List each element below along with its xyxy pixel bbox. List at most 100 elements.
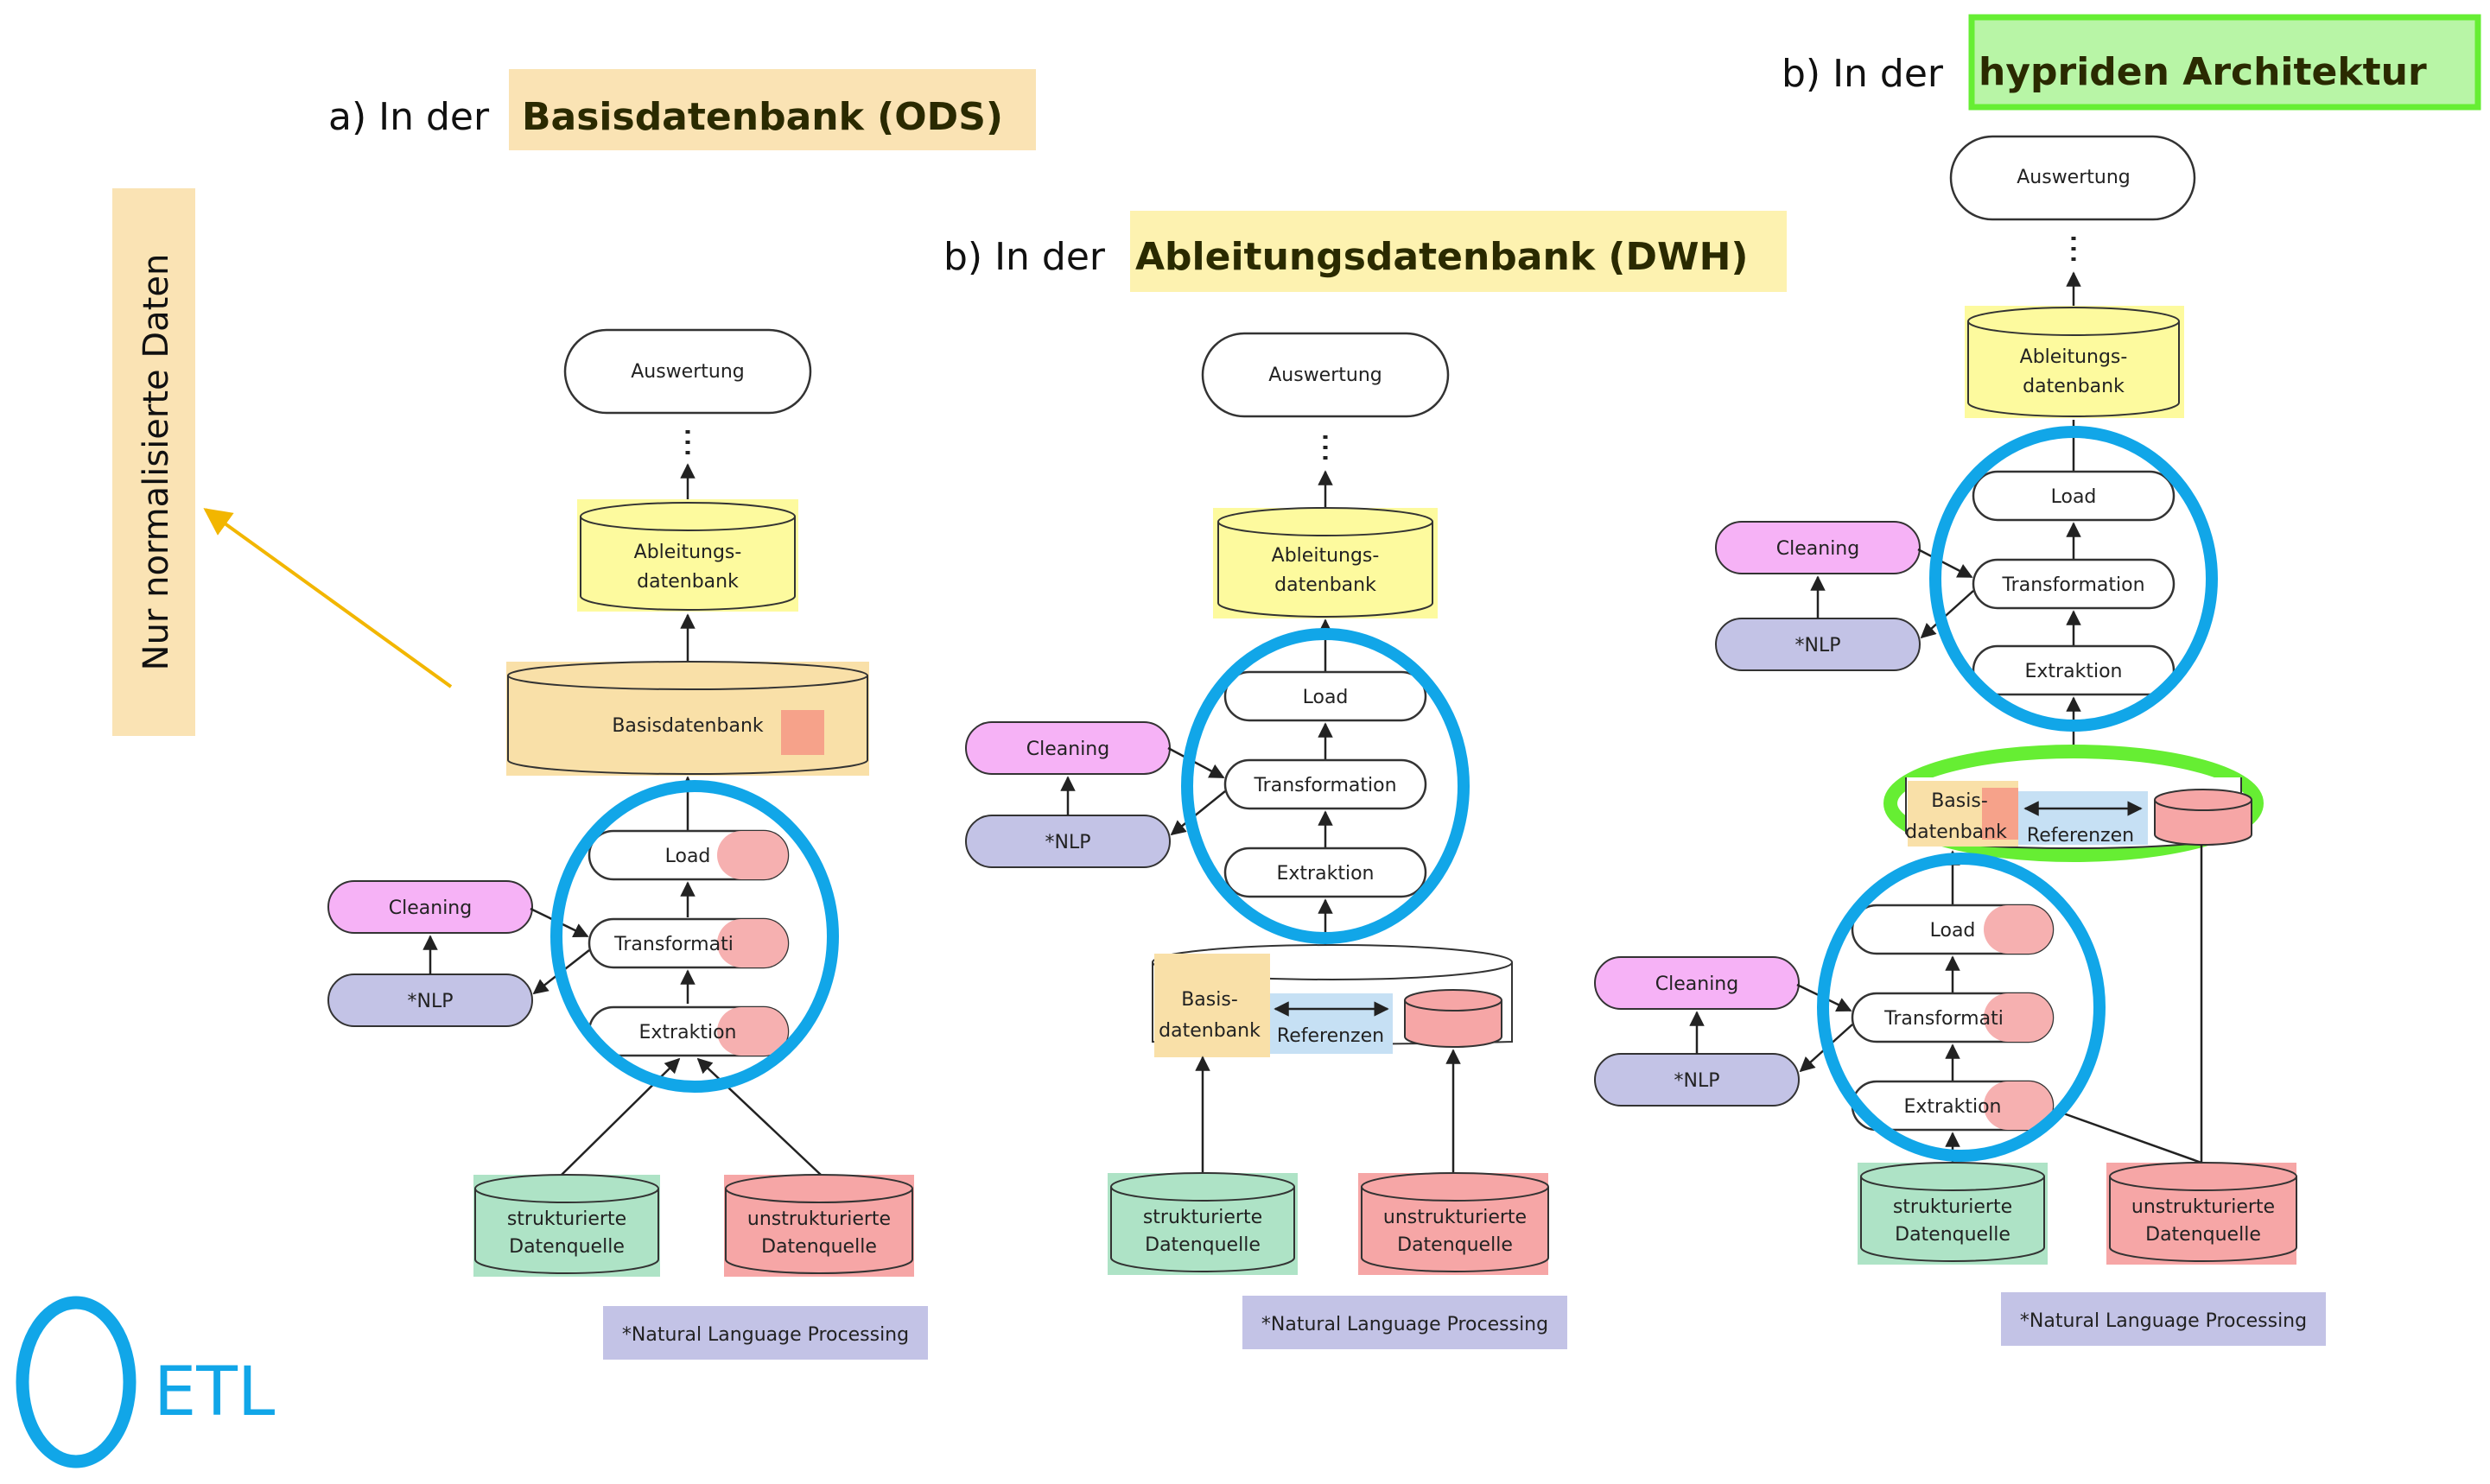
panel-a-etl-ring xyxy=(550,780,839,1093)
panel-c-unstruct-db xyxy=(2109,1176,2297,1262)
panel-b-unstruct-line2: Datenquelle xyxy=(1397,1234,1513,1256)
panel-c-referenzen-area xyxy=(2018,791,2148,845)
panel-a-title-highlight-box xyxy=(509,69,1036,150)
panel-c-green-ring xyxy=(1883,745,2264,862)
panel-c-mini-db-top xyxy=(2154,789,2252,811)
panel-b-transformation-label: Transformation xyxy=(1253,775,1396,796)
panel-a-load-pink xyxy=(717,831,788,879)
panel-a-ableitungs-line1: Ableitungs- xyxy=(634,542,742,563)
panel-b-load-label: Load xyxy=(1303,687,1349,708)
panel-a-nlp-label: *NLP xyxy=(408,991,454,1012)
panel-a-extraktion-label: Extraktion xyxy=(639,1022,737,1043)
panel-a-ableitungs-db xyxy=(580,517,796,611)
panel-b-basis-line1: Basis- xyxy=(1181,989,1238,1011)
panel-b-cleaning-label: Cleaning xyxy=(1026,739,1109,760)
panel-a-cleaning-node xyxy=(327,880,533,934)
panel-c-basis-line1: Basis- xyxy=(1931,790,1988,812)
panel-c-struct-line1: strukturierte xyxy=(1893,1196,2012,1218)
panel-a-title-highlight: Basisdatenbank (ODS) xyxy=(522,95,1003,139)
panel-a-transformation-pink xyxy=(717,919,788,967)
panel-a-ableitungs-line2: datenbank xyxy=(637,571,739,593)
side-note-label: Nur normalisierte Daten xyxy=(137,254,176,671)
panel-b-title-highlight: Ableitungsdatenbank (DWH) xyxy=(1135,235,1749,279)
panel-a-struct-line2: Datenquelle xyxy=(509,1236,625,1258)
panel-a-footnote: *Natural Language Processing xyxy=(622,1324,909,1346)
panel-c-extraktion-bottom-label: Extraktion xyxy=(1904,1096,2002,1118)
panel-b-arrow-cleaning-transformation xyxy=(1167,746,1225,779)
panel-c-load-bottom-label: Load xyxy=(1930,920,1976,942)
panel-b-auswertung-label: Auswertung xyxy=(1268,365,1382,386)
panel-c-arrow-transformation-nlp-top xyxy=(1920,590,1974,639)
panel-b-basis-line2: datenbank xyxy=(1159,1020,1261,1042)
panel-b-title-prefix: b) In der xyxy=(943,235,1106,279)
panel-a: a) In der Basisdatenbank (ODS) Auswertun… xyxy=(327,69,1036,1360)
panel-c-footnote: *Natural Language Processing xyxy=(2020,1310,2307,1332)
panel-c-title-highlight: hypriden Architektur xyxy=(1979,50,2427,94)
panel-c-etl-ring-top xyxy=(1929,426,2218,732)
panel-a-basis-label: Basisdatenbank xyxy=(612,715,764,737)
panel-c-load-top-node xyxy=(1972,470,2176,522)
panel-c-struct-db xyxy=(1860,1176,2045,1262)
panel-b-ableitungs-line1: Ableitungs- xyxy=(1272,545,1380,567)
panel-c-ableitungs-top xyxy=(1967,307,2180,336)
panel-b-struct-top xyxy=(1110,1172,1295,1202)
panel-c-unstruct-line2: Datenquelle xyxy=(2145,1224,2261,1246)
panel-c-load-bottom-pink xyxy=(1984,905,2053,954)
panel-a-ableitungs-top xyxy=(580,502,796,531)
panel-b-nlp-label: *NLP xyxy=(1045,832,1091,853)
panel-c-extraktion-top-node xyxy=(1972,644,2176,696)
panel-a-basis-db xyxy=(507,675,868,775)
panel-b: b) In der Ableitungsdatenbank (DWH) Ausw… xyxy=(943,211,1787,1349)
panel-c-transformation-top-label: Transformation xyxy=(2001,574,2144,596)
panel-c-cleaning-top-label: Cleaning xyxy=(1776,538,1859,560)
panel-a-load-label: Load xyxy=(665,846,711,867)
panel-a-basis-pink-marker xyxy=(781,710,824,755)
panel-b-unstruct-db xyxy=(1361,1187,1549,1272)
legend-label: ETL xyxy=(154,1354,276,1431)
panel-b-load-node xyxy=(1223,670,1427,722)
panel-c-mini-db xyxy=(2154,800,2252,846)
panel-a-title-prefix: a) In der xyxy=(328,95,490,139)
panel-b-struct-line1: strukturierte xyxy=(1143,1207,1262,1228)
panel-a-struct-db xyxy=(474,1189,659,1274)
panel-b-unstruct-line1: unstrukturierte xyxy=(1383,1207,1527,1228)
panel-a-basis-top xyxy=(507,661,868,690)
panel-c-struct-line2: Datenquelle xyxy=(1895,1224,2010,1246)
panel-c-ableitungs-db xyxy=(1967,321,2180,417)
blue-ring-icon xyxy=(16,1296,137,1468)
panel-a-unstruct-db xyxy=(725,1189,913,1274)
panel-c-extraktion-bottom-pink xyxy=(1984,1081,2053,1130)
side-note-box xyxy=(112,188,195,736)
panel-b-arrow-transformation-nlp xyxy=(1170,790,1226,836)
panel-b-mini-db xyxy=(1404,1000,1502,1048)
panel-c-auswertung-node xyxy=(1949,135,2196,221)
panel-c-title-highlight-box xyxy=(1968,14,2481,111)
panel-b-footnote: *Natural Language Processing xyxy=(1261,1314,1548,1335)
panel-c-transformation-top-node xyxy=(1972,558,2176,610)
panel-a-unstruct-line1: unstrukturierte xyxy=(747,1208,891,1230)
panel-c-basis-pink xyxy=(1982,788,2018,840)
side-note: Nur normalisierte Daten xyxy=(112,188,195,736)
panel-b-ableitungs-line2: datenbank xyxy=(1274,574,1376,596)
panel-c-nlp-bottom-label: *NLP xyxy=(1674,1070,1720,1092)
panel-c: b) In der hypriden Architektur Auswertun… xyxy=(1594,14,2481,1346)
panel-b-auswertung-node xyxy=(1201,332,1450,418)
panel-c-nlp-top-label: *NLP xyxy=(1795,635,1841,656)
panel-c-cleaning-top-node xyxy=(1715,521,1921,574)
panel-a-extraktion-pink xyxy=(717,1007,788,1056)
panel-a-cleaning-label: Cleaning xyxy=(389,897,472,919)
panel-b-struct-db xyxy=(1110,1187,1295,1272)
panel-c-footnote-box xyxy=(2001,1292,2326,1346)
panel-c-cleaning-bottom-label: Cleaning xyxy=(1655,973,1738,995)
panel-a-unstruct-top xyxy=(725,1174,913,1203)
panel-c-load-top-label: Load xyxy=(2051,486,2097,508)
panel-a-auswertung-node xyxy=(563,328,812,415)
panel-b-basis-area xyxy=(1154,954,1270,1057)
panel-c-referenzen-label: Referenzen xyxy=(2027,825,2134,847)
panel-b-unstruct-top xyxy=(1361,1172,1549,1202)
panel-b-extraktion-label: Extraktion xyxy=(1277,863,1375,885)
panel-c-unstruct-line1: unstrukturierte xyxy=(2131,1196,2275,1218)
panel-c-line-unstruct-to-extraktion xyxy=(2055,1109,2202,1164)
panel-b-transformation-node xyxy=(1223,758,1427,810)
